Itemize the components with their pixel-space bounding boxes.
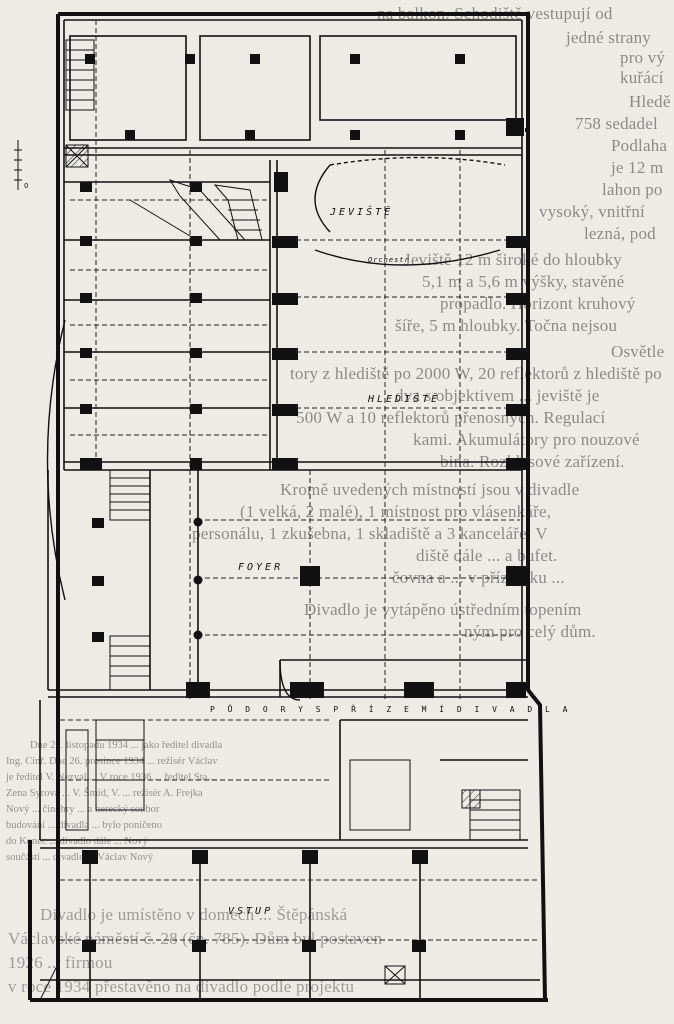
caption-text-line: do Konec ... divadlo dále ... Nový <box>6 836 148 847</box>
caption-text-line: budování ... divadla ... bylo poničeno <box>6 820 163 831</box>
column-text-line: Podlaha <box>611 136 668 155</box>
column-text-line: šíře, 5 m hloubky. Točna nejsou <box>395 316 618 335</box>
scale-label: 0 <box>24 182 28 190</box>
column-text-line: dva s objektivem ... jeviště je <box>395 386 600 405</box>
auditorium-label: HLEDIŠTĚ <box>367 392 440 405</box>
round-pillars <box>193 517 203 640</box>
bottom-text-line: v roce 1934 přestavěno na divadlo podle … <box>8 977 355 996</box>
caption-text-line: Dne 27. listopadu 1934 ... jako ředitel … <box>30 740 223 751</box>
column-text-line: personálu, 1 zkušebna, 1 skladiště a 3 k… <box>192 524 548 543</box>
column-text-line: propadlo. Horizont kruhový <box>440 294 636 313</box>
orchestra-label: Orchestr <box>368 256 410 264</box>
column-text-line: lezná, pod <box>584 224 656 243</box>
column-text-line: je 12 m <box>611 158 664 177</box>
columns <box>80 54 526 952</box>
scale-marker <box>14 140 22 190</box>
caption-text-line: součástí ... divadlo ... Václav Nový <box>6 852 154 863</box>
column-text-line: vysoký, vnitřní <box>539 202 645 221</box>
column-text-line: tory z hlediště po 2000 W, 20 reflektorů… <box>290 364 662 383</box>
plan-section-title: P Ů D O R Y S P Ř Í Z E M Í D I V A D L … <box>210 703 571 714</box>
column-text-line: lahon po <box>602 180 663 199</box>
column-text-line: 5,1 m a 5,6 m výšky, stavěné <box>422 272 625 291</box>
caption-text-line: je ředitel V. Nezval ... V roce 1936 ...… <box>6 772 216 783</box>
column-text-line: Osvětle <box>611 342 665 361</box>
column-text-line: jedné strany <box>566 28 652 47</box>
outer-walls <box>28 12 548 1002</box>
caption-text-line: Ing. Cinř. Dne 26. prosince 1934 ... rež… <box>6 756 218 767</box>
staircases <box>65 39 521 841</box>
bottom-text-line: Divadlo je umístěno v domech ... Štěpáns… <box>40 905 348 924</box>
entrance-label: VSTUP <box>228 906 273 917</box>
column-text-line: (1 velká, 2 malé), 1 místnost pro vlásen… <box>240 502 552 521</box>
column-text-line: Jeviště 12 m široké do hloubky <box>404 250 623 269</box>
foyer-label: FOYER <box>238 562 283 573</box>
column-text-line: pro vý <box>620 48 666 67</box>
entrance-details <box>39 719 411 1001</box>
column-text-line: Divadlo je vytápěno ústředním topením <box>304 600 582 619</box>
hatched-blocks <box>65 144 481 985</box>
bottom-text-line: Václavské náměstí č. 28 (čp. 785). Dům b… <box>8 929 383 948</box>
column-text-line: kuřácí <box>620 68 664 87</box>
column-text-line: Hledě <box>629 92 671 111</box>
column-text-line: bina. Rozhlasové zařízení. <box>440 452 625 471</box>
stage-label: JEVIŠTĚ <box>329 205 393 218</box>
caption-text-line: Zena Syrová ... V. Šmíd, V. ... režisér … <box>6 788 203 799</box>
column-text-line: 758 sedadel <box>575 114 658 133</box>
caption-text-line: Nový ... činohry ... a herecký soubor <box>6 804 160 815</box>
column-text-line: Kromě uvedených místností jsou v divadle <box>280 480 580 499</box>
bottom-text-line: 1926 ... firmou <box>8 953 113 972</box>
stage-curves <box>46 156 506 701</box>
